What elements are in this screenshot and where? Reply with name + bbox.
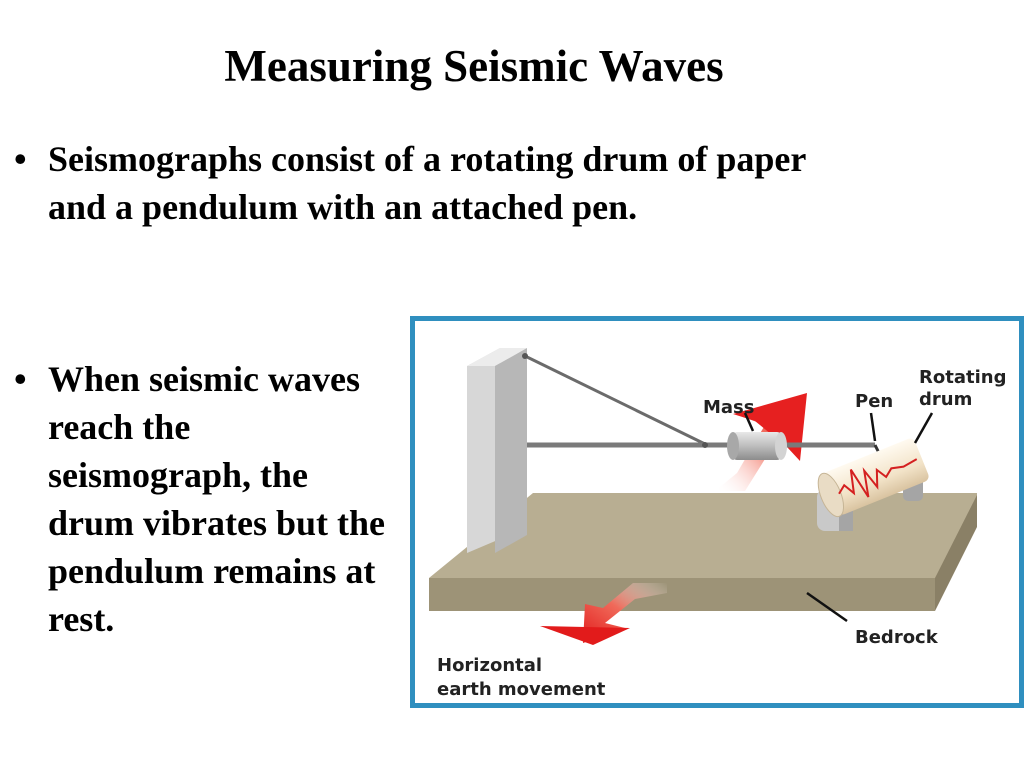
earth-movement-arrowhead (540, 626, 630, 645)
slide-title: Measuring Seismic Waves (224, 41, 724, 91)
drum-leader-line (913, 412, 934, 444)
seismic-trace (838, 458, 918, 498)
bullet-marker: • (14, 359, 27, 399)
label-mass: Mass (703, 397, 755, 418)
label-pen: Pen (855, 391, 893, 412)
label-drum: drum (919, 389, 972, 410)
support-wire (524, 354, 706, 446)
bullet-marker: • (14, 139, 27, 179)
support-column (467, 348, 527, 553)
bedrock-leader-line (806, 591, 848, 623)
label-horizontal: Horizontal (437, 655, 542, 676)
bullet-text: Seismographs consist of a rotating drum … (48, 139, 806, 227)
bullet-text: When seismic waves reach the seismograph… (48, 359, 386, 639)
rotating-drum (817, 438, 929, 518)
seismograph-diagram: Mass Pen Rotating drum Bedrock Horizonta… (410, 316, 1024, 708)
mass-leader-line (743, 412, 755, 432)
label-bedrock: Bedrock (855, 627, 939, 648)
seismograph-illustration: Mass Pen Rotating drum Bedrock Horizonta… (429, 348, 1006, 700)
label-rotating: Rotating (919, 367, 1006, 388)
pendulum-mass (727, 432, 787, 460)
pen-leader-line (869, 412, 877, 442)
label-earth-movement: earth movement (437, 679, 606, 700)
